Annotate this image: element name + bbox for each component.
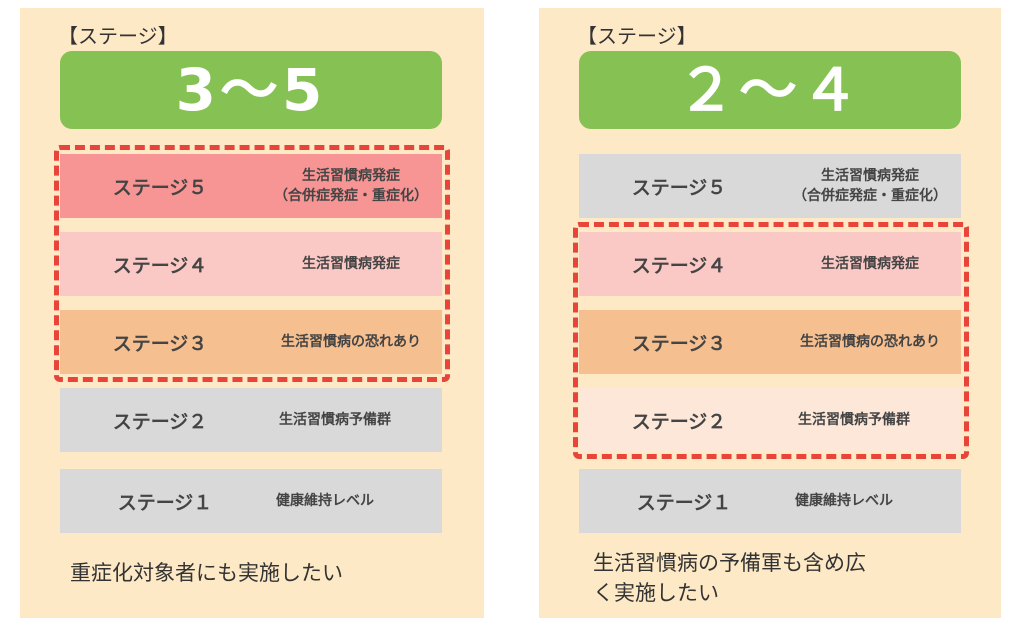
stage-name: ステージ３ <box>112 332 208 355</box>
stage-desc: 生活習慣病発症 <box>821 256 919 272</box>
stage-desc: 生活習慣病予備群 <box>798 412 910 428</box>
stage-name: ステージ３ <box>631 332 727 355</box>
stage-desc: 生活習慣病の恐れあり <box>800 334 940 350</box>
left-stage-1-row: ステージ１ 健康維持レベル <box>60 469 442 533</box>
range-banner-right: ２～４ <box>579 51 961 129</box>
right-stage-1-row: ステージ１ 健康維持レベル <box>579 469 961 533</box>
stage-name: ステージ２ <box>631 410 727 433</box>
right-stage-3-row: ステージ３ 生活習慣病の恐れあり <box>579 310 961 374</box>
stage-name: ステージ１ <box>117 491 213 514</box>
left-stage-2-row: ステージ２ 生活習慣病予備群 <box>60 388 442 452</box>
left-panel: 【ステージ】 3～5 ステージ５ 生活習慣病発症 （合併症発症・重症化） ステー… <box>20 8 484 618</box>
note-right-line2: く実施したい <box>593 581 719 605</box>
left-stage-4-row: ステージ４ 生活習慣病発症 <box>60 232 442 296</box>
stage-name: ステージ１ <box>636 491 732 514</box>
stage-desc: 生活習慣病予備群 <box>279 412 391 428</box>
stage-header-right: 【ステージ】 <box>577 24 697 48</box>
stage-desc: 生活習慣病発症 （合併症発症・重症化） <box>260 166 442 206</box>
right-panel: 【ステージ】 ２～４ ステージ５ 生活習慣病発症 （合併症発症・重症化） ステー… <box>539 8 1001 618</box>
highlight-box-left <box>54 145 450 382</box>
stage-desc-line1: 生活習慣病発症 <box>821 168 919 184</box>
stage-desc: 健康維持レベル <box>276 493 374 509</box>
stage-desc-line2: （合併症発症・重症化） <box>274 188 428 204</box>
stage-desc-line1: 生活習慣病発症 <box>302 168 400 184</box>
stage-desc-line2: （合併症発症・重症化） <box>793 188 947 204</box>
note-left: 重症化対象者にも実施したい <box>70 561 343 585</box>
highlight-box-right <box>573 222 969 459</box>
stage-name: ステージ４ <box>112 254 208 277</box>
note-right: 生活習慣病の予備軍も含め広 く実施したい <box>593 548 866 608</box>
stage-desc: 生活習慣病発症 <box>302 256 400 272</box>
right-stage-2-row: ステージ２ 生活習慣病予備群 <box>579 388 961 452</box>
stage-desc: 生活習慣病発症 （合併症発症・重症化） <box>779 166 961 206</box>
stage-header-left: 【ステージ】 <box>58 24 178 48</box>
range-banner-left: 3～5 <box>60 51 442 129</box>
stage-desc: 生活習慣病の恐れあり <box>281 334 421 350</box>
stage-desc: 健康維持レベル <box>795 493 893 509</box>
left-stage-3-row: ステージ３ 生活習慣病の恐れあり <box>60 310 442 374</box>
note-right-line1: 生活習慣病の予備軍も含め広 <box>593 551 866 575</box>
stage-name: ステージ４ <box>631 254 727 277</box>
right-stage-4-row: ステージ４ 生活習慣病発症 <box>579 232 961 296</box>
left-stage-5-row: ステージ５ 生活習慣病発症 （合併症発症・重症化） <box>60 154 442 218</box>
stage-name: ステージ５ <box>112 176 208 199</box>
stage-name: ステージ２ <box>112 410 208 433</box>
stage-name: ステージ５ <box>631 176 727 199</box>
right-stage-5-row: ステージ５ 生活習慣病発症 （合併症発症・重症化） <box>579 154 961 218</box>
